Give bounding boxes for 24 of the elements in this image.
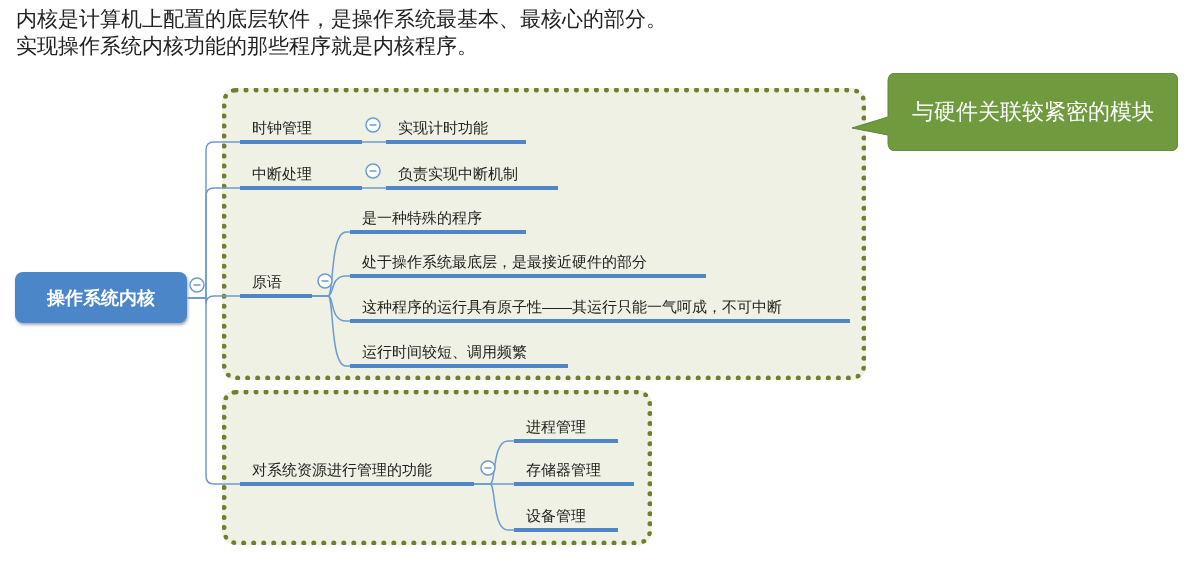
group-frame [222,390,652,545]
topic-label: 处于操作系统最底层，是最接近硬件的部分 [350,248,706,278]
note-text: 实现操作系统内核功能的那些程序就是内核程序。 [16,33,478,59]
branch-line [361,187,387,189]
group-frame [222,88,866,380]
branch-line [473,483,515,531]
topic-label: 时钟管理 [240,114,362,144]
branch-line [186,297,241,485]
branch-line [361,141,387,143]
root-topic: 操作系统内核 [15,272,187,323]
heading-text: 内核是计算机上配置的底层软件，是操作系统最基本、最核心的部分。 [16,6,667,32]
topic-label: 对系统资源进行管理的功能 [240,456,474,486]
topic-label: 存储器管理 [514,456,634,486]
topic-label: 中断处理 [240,160,362,190]
callout-bubble: 与硬件关联较紧密的模块 [852,73,1178,151]
topic-label: 实现计时功能 [386,114,526,144]
topic-label: 是一种特殊的程序 [350,204,526,234]
topic-label: 运行时间较短、调用频繁 [350,338,568,368]
topic-label: 设备管理 [514,502,618,532]
topic-label: 这种程序的运行具有原子性——其运行只能一气呵成，不可中断 [350,293,850,323]
topic-label: 负责实现中断机制 [386,160,558,190]
branch-line [311,295,351,367]
topic-label: 原语 [240,268,312,298]
topic-label: 进程管理 [514,413,618,443]
